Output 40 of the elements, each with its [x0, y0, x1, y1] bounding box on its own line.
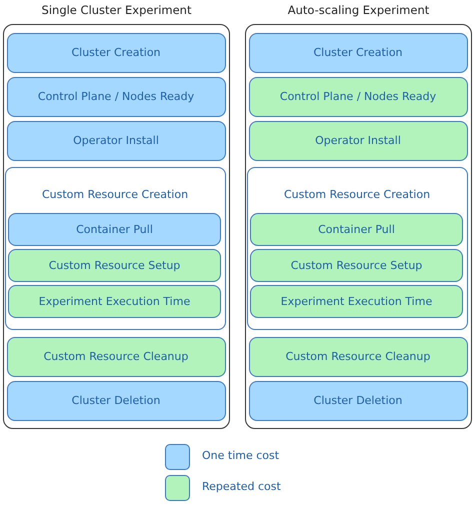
stage-label: Custom Resource Setup [290, 259, 422, 272]
stage-box [248, 120, 468, 160]
stage-box [6, 120, 226, 160]
legend-label: Repeated cost [202, 480, 281, 493]
stage-label: Container Pull [318, 223, 395, 236]
stage-box [248, 76, 468, 116]
group-title: Custom Resource Creation [40, 188, 190, 200]
stage-box [8, 285, 221, 318]
stage-label: Operator Install [315, 134, 401, 147]
group-box [246, 166, 468, 330]
stage-box [6, 76, 226, 116]
panel-title: Auto-scaling Experiment [286, 3, 430, 17]
stage-label: Cluster Deletion [72, 394, 160, 407]
panel-title: Single Cluster Experiment [40, 3, 192, 17]
group-box [4, 166, 226, 330]
stage-box [8, 213, 221, 246]
stage-label: Custom Resource Cleanup [286, 350, 430, 363]
stage-label: Operator Install [73, 134, 159, 147]
stage-box [248, 380, 468, 420]
stage-label: Control Plane / Nodes Ready [38, 90, 194, 103]
stage-label: Cluster Deletion [314, 394, 402, 407]
group-title: Custom Resource Creation [282, 188, 432, 200]
stage-label: Control Plane / Nodes Ready [280, 90, 436, 103]
stage-box [6, 380, 226, 420]
stage-box [248, 336, 468, 376]
stage-box [6, 32, 226, 72]
stage-box [250, 213, 463, 246]
stage-box [250, 249, 463, 282]
stage-box [250, 285, 463, 318]
legend-label: One time cost [202, 449, 280, 462]
stage-label: Custom Resource Setup [48, 259, 180, 272]
stage-label: Experiment Execution Time [38, 295, 190, 308]
stage-label: Cluster Creation [313, 46, 403, 59]
stage-box [8, 249, 221, 282]
stage-label: Experiment Execution Time [280, 295, 432, 308]
stage-label: Custom Resource Cleanup [44, 350, 188, 363]
stage-box [6, 336, 226, 376]
stage-label: Cluster Creation [71, 46, 161, 59]
stage-box [248, 32, 468, 72]
stage-label: Container Pull [76, 223, 153, 236]
